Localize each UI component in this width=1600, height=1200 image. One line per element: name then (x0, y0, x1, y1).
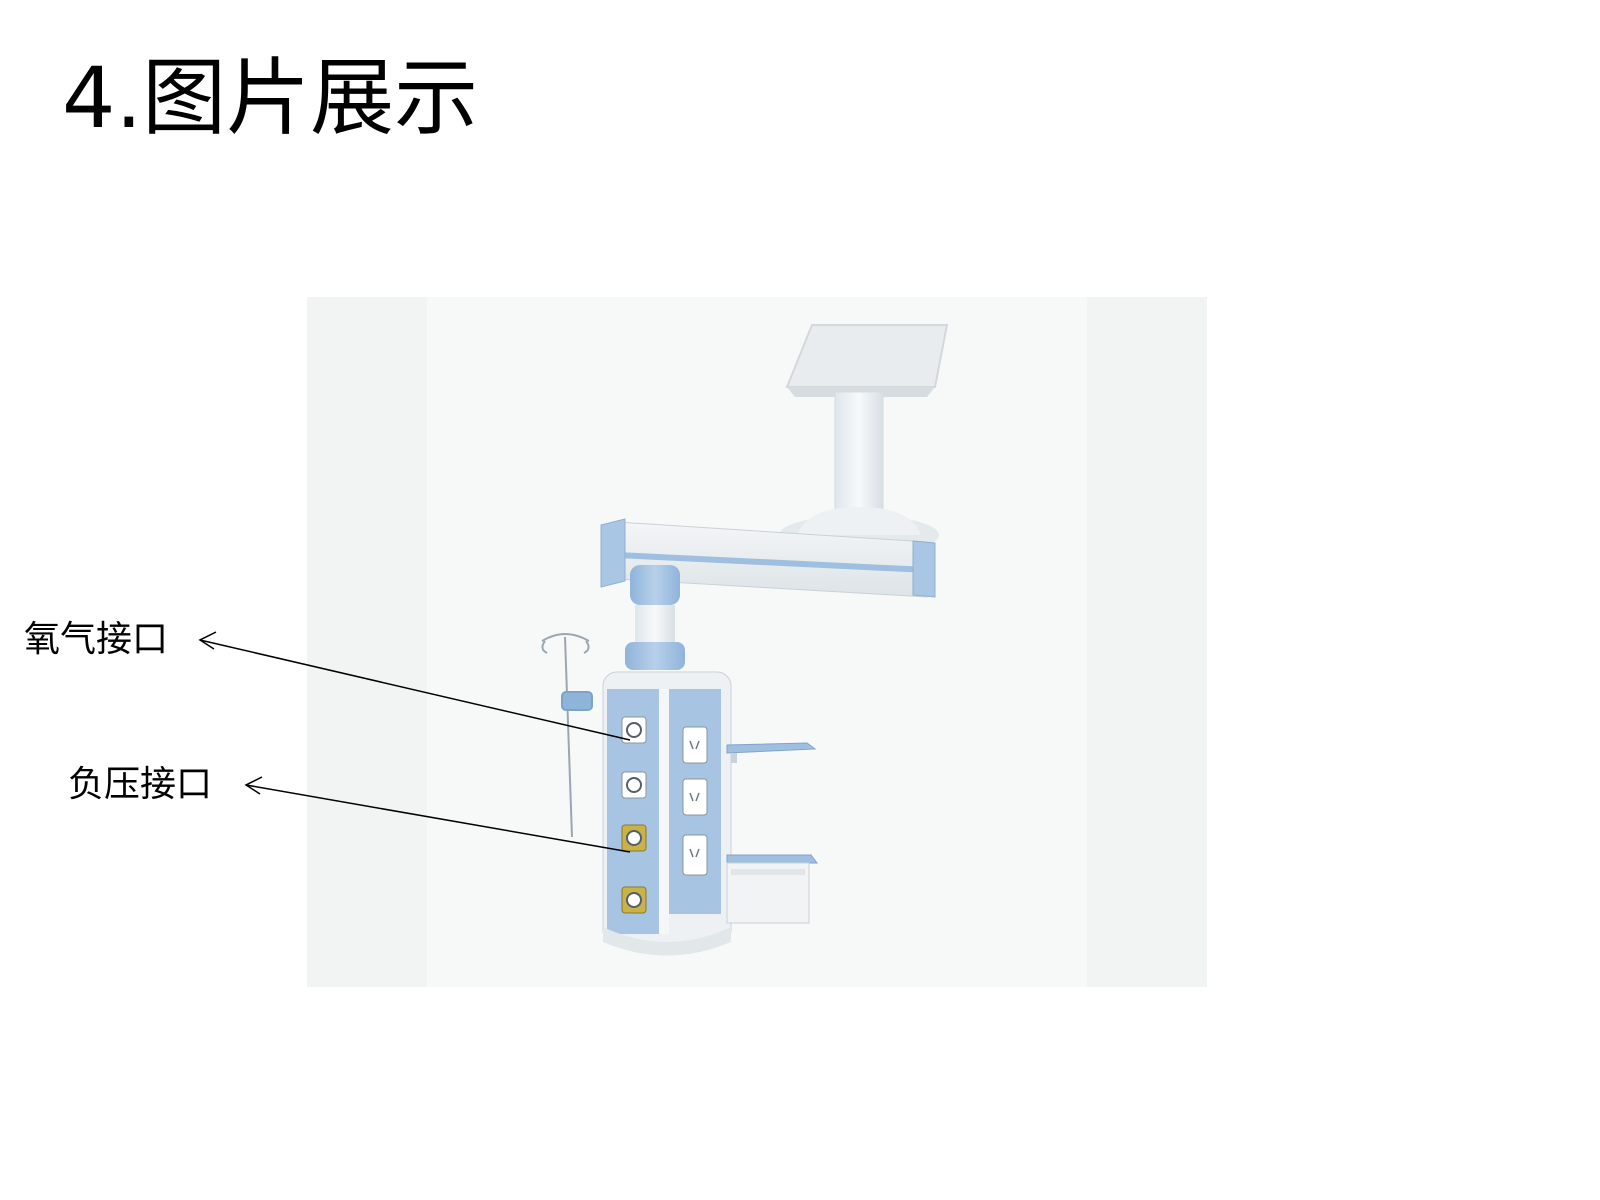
horizontal-arm (600, 518, 936, 598)
vacuum-port-icon (621, 824, 647, 852)
oxygen-arrowhead-icon (198, 631, 217, 650)
air-port-icon (621, 771, 647, 799)
vacuum-arrowhead-icon (244, 776, 263, 795)
oxygen-port-icon (621, 716, 647, 744)
lower-drawer (726, 854, 818, 924)
lower-column (625, 565, 685, 670)
slide-title: 4.图片展示 (62, 49, 479, 147)
power-outlet-icon (682, 726, 708, 876)
upper-shelf (726, 742, 817, 763)
ceiling-mount (785, 324, 949, 397)
spare-port-icon (621, 886, 647, 914)
medical-pendant-photo (307, 297, 1207, 987)
oxygen-port-label: 氧气接口 (24, 619, 169, 660)
vacuum-port-label: 负压接口 (68, 764, 213, 805)
tower-body (602, 671, 732, 956)
